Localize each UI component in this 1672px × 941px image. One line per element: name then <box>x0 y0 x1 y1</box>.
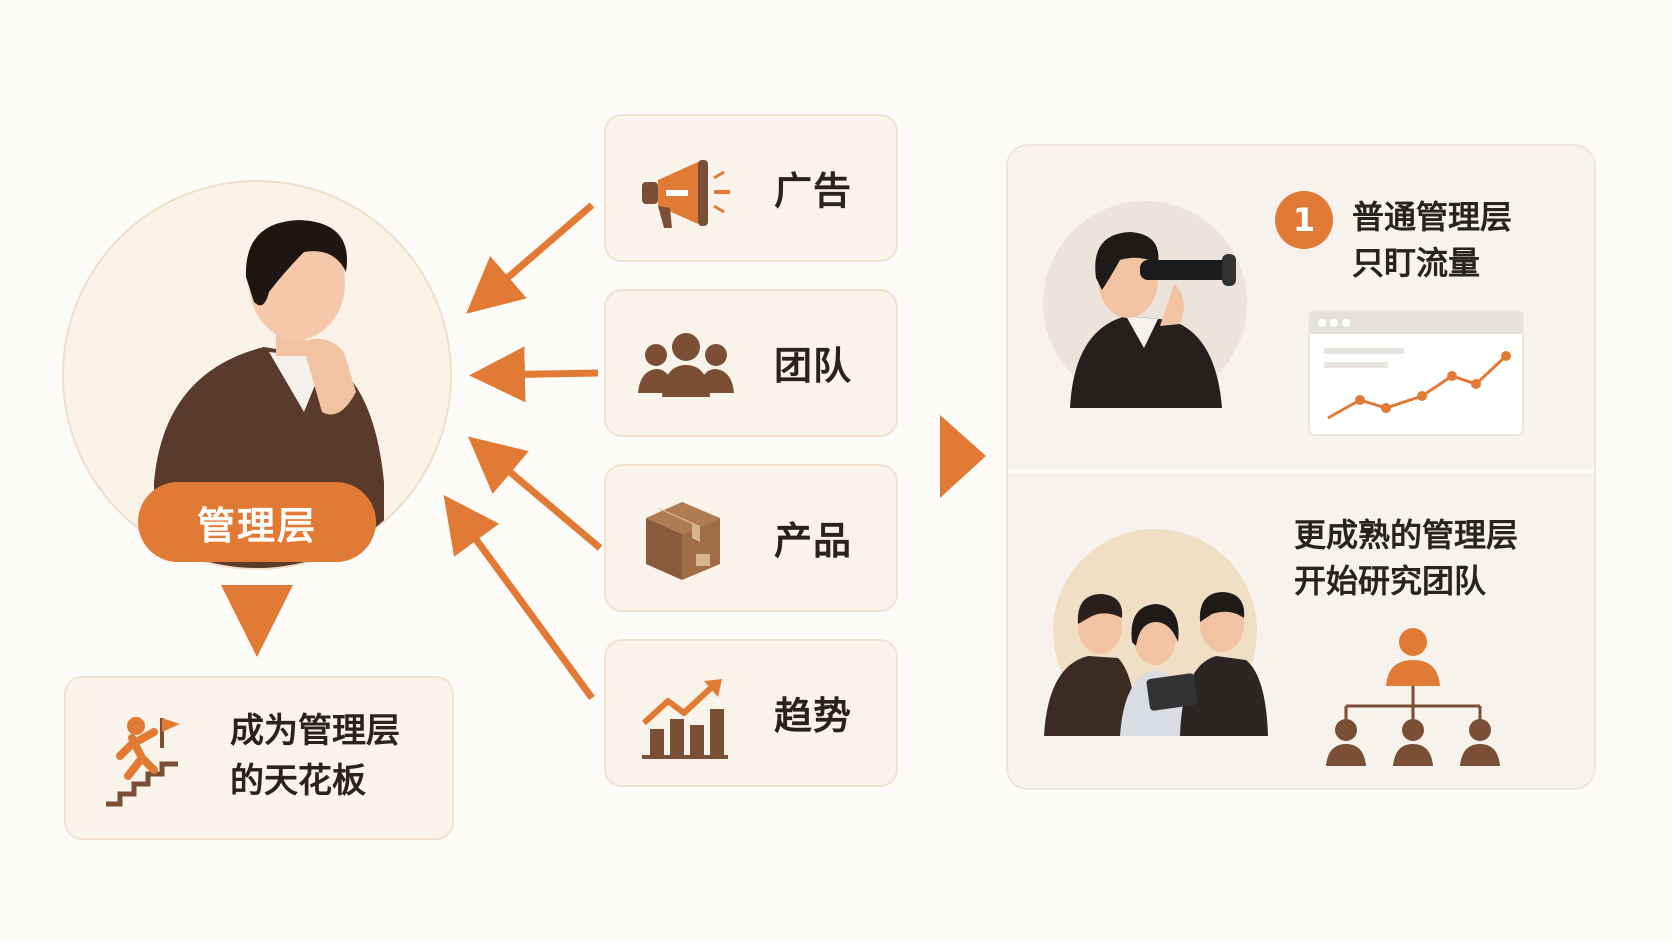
category-card-product: 产品 <box>604 464 898 612</box>
management-levels-panel <box>1006 144 1596 790</box>
ceiling-line-1: 成为管理层 <box>230 711 400 751</box>
browser-dots-icon <box>1318 319 1350 327</box>
category-card-trend: 趋势 <box>604 639 898 787</box>
category-label: 广告 <box>774 169 853 213</box>
management-label: 管理层 <box>138 482 376 562</box>
arrow-team-to-management <box>469 346 599 403</box>
arrow-ad-to-management <box>466 202 595 314</box>
megaphone-icon <box>642 160 730 228</box>
arrow-trend-to-management <box>443 495 595 701</box>
ceiling-line-2: 的天花板 <box>230 761 366 801</box>
ordinary-line-2: 只盯流量 <box>1352 244 1481 282</box>
ceiling-card <box>64 676 454 840</box>
browser-title-bar <box>1310 312 1522 334</box>
mature-line-2: 开始研究团队 <box>1294 562 1487 600</box>
ordinary-line-1: 普通管理层 <box>1352 198 1513 236</box>
binoculars-person-icon <box>1043 201 1247 408</box>
org-chart-icon <box>1326 628 1500 766</box>
traffic-trend-line <box>1324 348 1511 420</box>
traffic-line-chart-icon <box>1308 310 1524 436</box>
category-card-ad: 广告 <box>604 114 898 262</box>
panel-divider <box>1008 469 1594 473</box>
team-discussion-icon <box>1044 529 1268 736</box>
mature-line-1: 更成熟的管理层 <box>1294 516 1519 554</box>
mature-management-text: 更成熟的管理层 开始研究团队 <box>1294 512 1518 604</box>
ordinary-management-text: 普通管理层 只盯流量 <box>1352 194 1512 286</box>
people-group-icon <box>638 333 734 397</box>
climbing-stairs-flag-icon <box>106 717 180 807</box>
category-card-team: 团队 <box>604 289 898 437</box>
arrow-right-icon <box>940 415 986 498</box>
package-box-icon <box>646 502 720 580</box>
category-label: 团队 <box>774 344 853 388</box>
level-1-badge: 1 <box>1275 191 1333 249</box>
category-label: 产品 <box>774 519 853 563</box>
trend-chart-icon <box>641 679 728 759</box>
arrow-product-to-management <box>467 436 603 551</box>
ceiling-text: 成为管理层 的天花板 <box>230 706 400 806</box>
category-label: 趋势 <box>774 694 853 738</box>
